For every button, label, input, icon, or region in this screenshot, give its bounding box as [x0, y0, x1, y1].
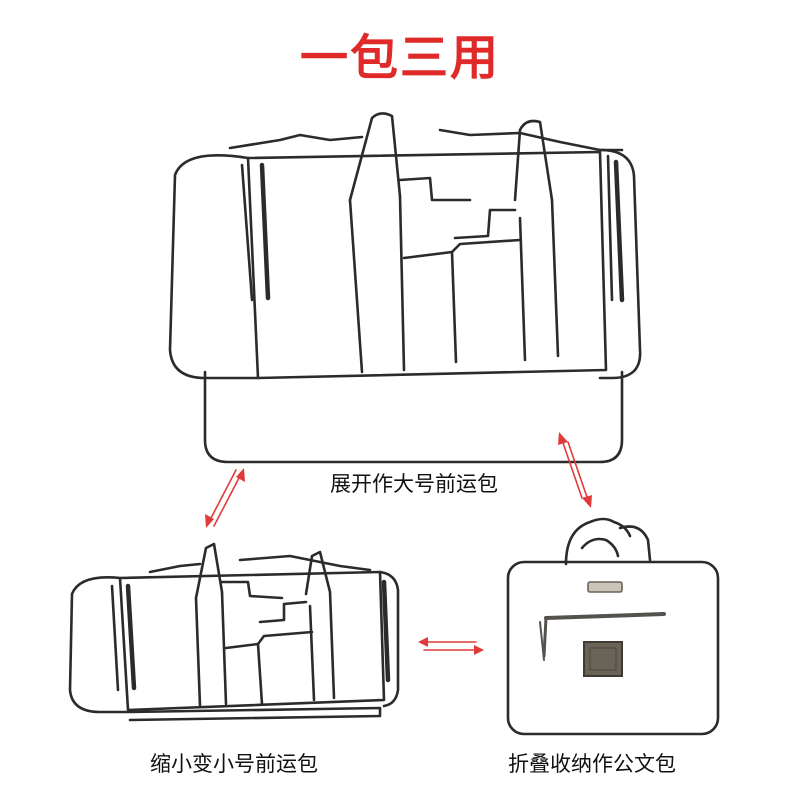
- arrow-large-briefcase: [558, 432, 592, 508]
- arrow-small-briefcase: [418, 637, 484, 655]
- caption-small-bag: 缩小变小号前运包: [150, 752, 318, 776]
- diagram-title: 一包三用: [299, 30, 500, 86]
- briefcase-patch-inner: [589, 647, 617, 671]
- briefcase-logo-tag: [587, 581, 623, 593]
- arrow-large-small: [205, 468, 245, 528]
- large-bag-drawing: [168, 112, 642, 464]
- caption-large-bag: 展开作大号前运包: [330, 472, 498, 496]
- small-bag-drawing: [68, 542, 400, 722]
- briefcase-drawing: [506, 517, 720, 736]
- caption-briefcase: 折叠收纳作公文包: [508, 752, 676, 776]
